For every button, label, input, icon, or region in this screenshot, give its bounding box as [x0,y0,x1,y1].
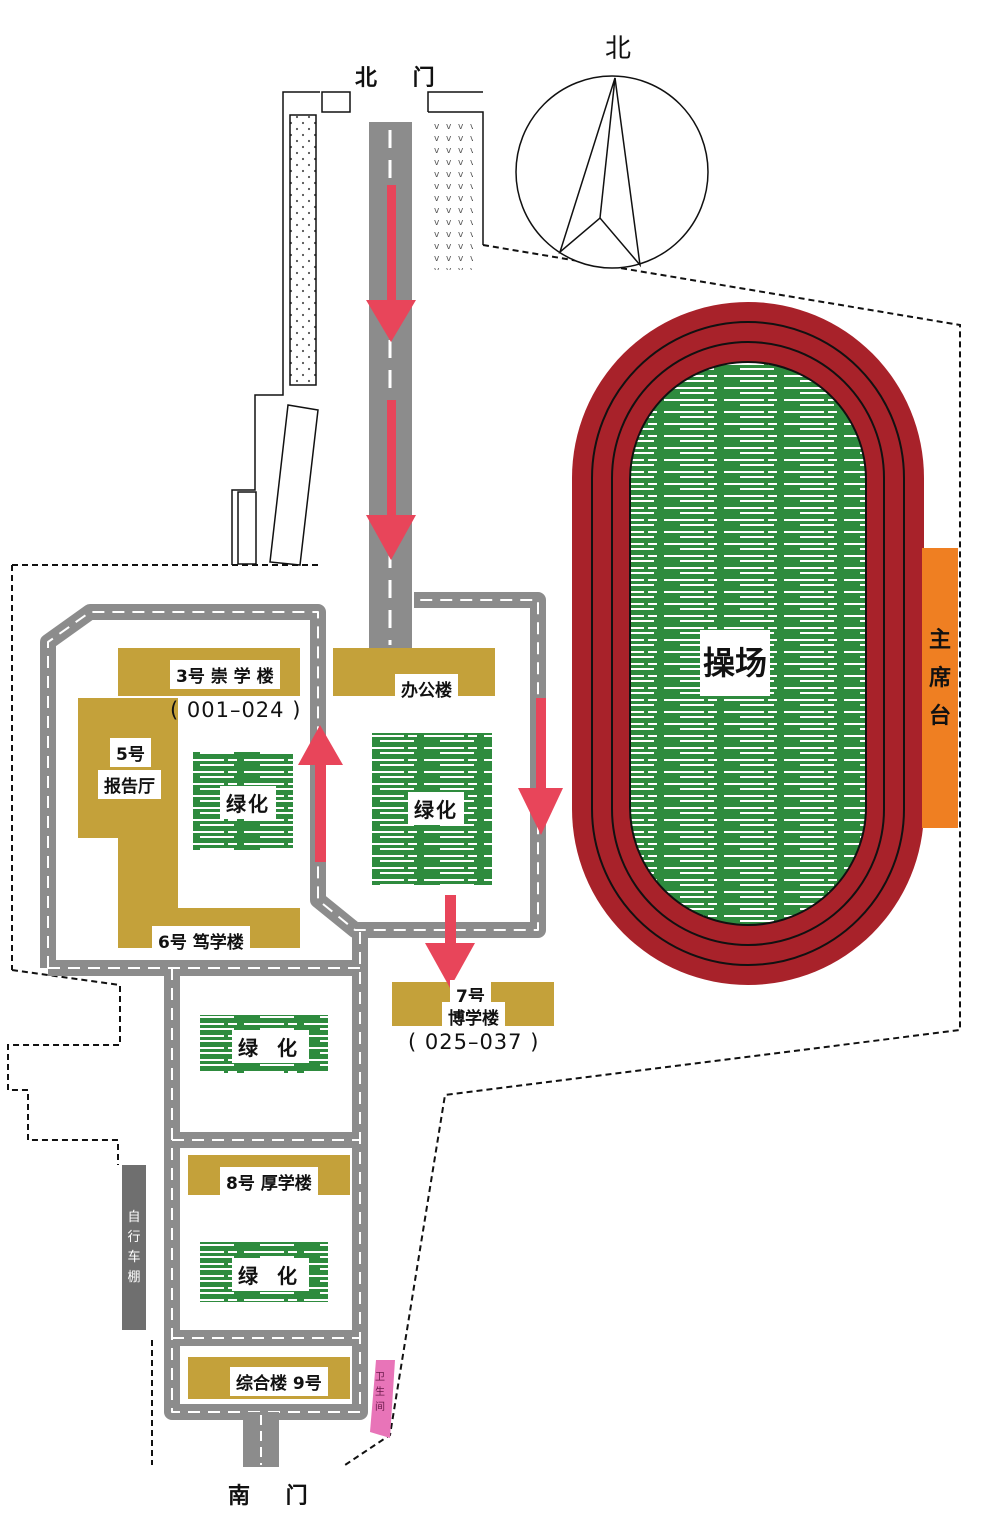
arrow-down-icon [366,185,416,342]
room-range-2: ( 025–037 ) [408,1030,540,1054]
playground-label: 操场 [700,630,770,696]
building-chongxue-label: 3号 崇 学 楼 [170,660,280,689]
rostrum-label: 主席台 [928,628,951,729]
hedge-left [289,114,317,386]
hedge-right [428,120,473,270]
north-gate-label: 北 门 [355,66,449,91]
green-area-2-label: 绿化 [408,792,464,825]
south-road [243,1412,279,1467]
room-range-1: ( 001–024 ) [170,698,302,722]
green-area-4-label: 绿 化 [232,1258,309,1291]
building-duxue-label: 6号 笃学楼 [152,926,250,955]
compass-label: 北 [605,34,632,64]
building-baogao-label: 报告厅 [98,770,161,799]
building-houxue-label: 8号 厚学楼 [220,1167,318,1196]
green-area-1-label: 绿化 [220,786,276,819]
bike-shed-block [122,1165,146,1330]
direction-arrows [298,185,563,988]
arrow-down-icon [425,895,475,988]
rostrum-block [922,548,958,828]
building-baogao-number: 5号 [110,738,151,767]
restroom-block [370,1360,395,1438]
building-bangong-label: 办公楼 [395,674,458,703]
compass [515,75,709,269]
north-west-outline [231,91,320,565]
gate-post-right [427,91,484,245]
bike-shed-label: 自行车棚 [127,1210,141,1285]
green-area-3-label: 绿 化 [232,1030,309,1063]
south-gate-label: 南 门 [228,1484,322,1509]
building-baogao [78,648,300,948]
small-building-1 [269,404,319,566]
building-zonghe-label: 综合楼 9号 [230,1367,328,1396]
arrow-up-icon [298,725,343,862]
arrow-down-icon [518,698,563,835]
small-building-2 [237,491,257,565]
arrow-down-icon [366,400,416,560]
campus-boundary [7,244,961,1466]
building-boxue-label: 博学楼 [442,1002,505,1031]
restroom-label: 卫生间 [375,1372,385,1413]
gate-post-left [321,91,351,113]
